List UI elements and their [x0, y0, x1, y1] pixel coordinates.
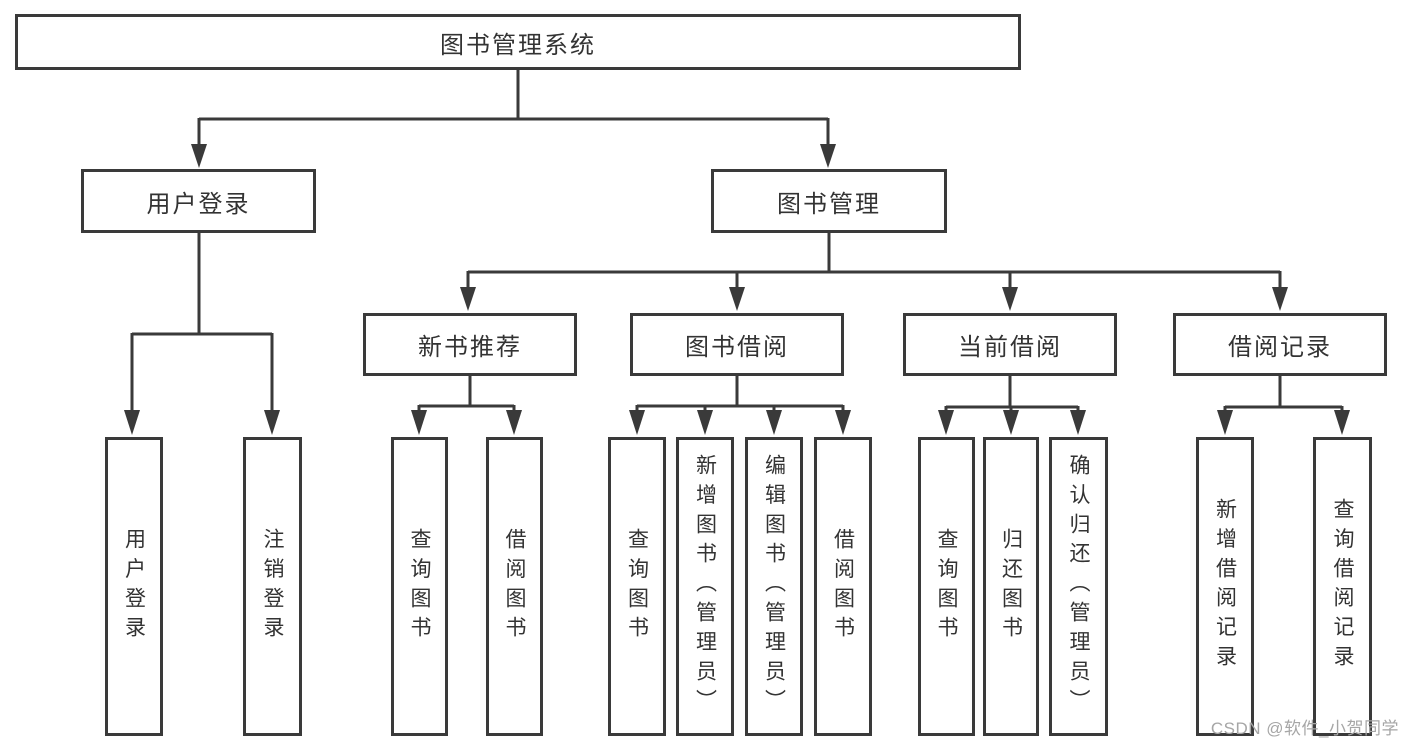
node-borrow-records-label: 借阅记录 — [1228, 334, 1332, 361]
edges-current-borrow-to-leaves — [938, 375, 1086, 435]
leaf-query-books-current-label: 查询图书 — [935, 527, 958, 646]
node-root-system: 图书管理系统 — [15, 14, 1021, 70]
edges-book-borrow-to-leaves — [629, 375, 851, 435]
edges-user-login-to-leaves — [124, 233, 280, 435]
leaf-query-books-recommend: 查询图书 — [391, 437, 448, 736]
edges-new-book-recommend-to-leaves — [411, 375, 522, 435]
node-current-borrow-label: 当前借阅 — [958, 334, 1062, 361]
leaf-logout-label: 注销登录 — [261, 527, 284, 646]
node-book-borrow-label: 图书借阅 — [685, 334, 789, 361]
node-user-login: 用户登录 — [81, 169, 316, 233]
leaf-edit-book-admin: 编辑图书（管理员） — [745, 437, 803, 736]
edges-root-to-level2 — [191, 70, 836, 168]
leaf-edit-book-admin-label: 编辑图书（管理员） — [762, 454, 786, 719]
csdn-watermark: CSDN @软件_小贺同学 — [1210, 719, 1399, 738]
node-new-book-recommend-label: 新书推荐 — [418, 334, 522, 361]
node-new-book-recommend: 新书推荐 — [363, 313, 577, 376]
node-user-login-label: 用户登录 — [146, 190, 251, 218]
leaf-borrow-books-borrow-label: 借阅图书 — [831, 527, 855, 646]
leaf-add-book-admin: 新增图书（管理员） — [676, 437, 734, 736]
leaf-query-borrow-record-label: 查询借阅记录 — [1331, 498, 1354, 675]
node-book-management-label: 图书管理 — [777, 190, 881, 218]
node-borrow-records: 借阅记录 — [1173, 313, 1387, 376]
edges-borrow-records-to-leaves — [1217, 375, 1350, 435]
leaf-query-books-current: 查询图书 — [918, 437, 975, 736]
leaf-borrow-books-borrow: 借阅图书 — [814, 437, 872, 736]
node-book-management: 图书管理 — [711, 169, 947, 233]
leaf-confirm-return-admin: 确认归还（管理员） — [1049, 437, 1108, 736]
leaf-return-book: 归还图书 — [983, 437, 1039, 736]
node-current-borrow: 当前借阅 — [903, 313, 1117, 376]
node-book-borrow: 图书借阅 — [630, 313, 844, 376]
leaf-logout: 注销登录 — [243, 437, 302, 736]
leaf-user-login-label: 用户登录 — [122, 527, 146, 646]
edges-book-management-to-level3 — [460, 233, 1288, 311]
leaf-query-books-borrow-label: 查询图书 — [625, 527, 649, 646]
node-root-label: 图书管理系统 — [440, 31, 596, 59]
leaf-return-book-label: 归还图书 — [999, 527, 1023, 646]
leaf-confirm-return-admin-label: 确认归还（管理员） — [1067, 454, 1090, 719]
leaf-user-login: 用户登录 — [105, 437, 163, 736]
leaf-query-books-recommend-label: 查询图书 — [408, 527, 431, 646]
leaf-add-borrow-record: 新增借阅记录 — [1196, 437, 1254, 736]
leaf-add-book-admin-label: 新增图书（管理员） — [693, 454, 717, 719]
leaf-borrow-books-recommend: 借阅图书 — [486, 437, 543, 736]
leaf-add-borrow-record-label: 新增借阅记录 — [1213, 498, 1237, 675]
leaf-query-borrow-record: 查询借阅记录 — [1313, 437, 1372, 736]
leaf-query-books-borrow: 查询图书 — [608, 437, 666, 736]
leaf-borrow-books-recommend-label: 借阅图书 — [503, 527, 526, 646]
